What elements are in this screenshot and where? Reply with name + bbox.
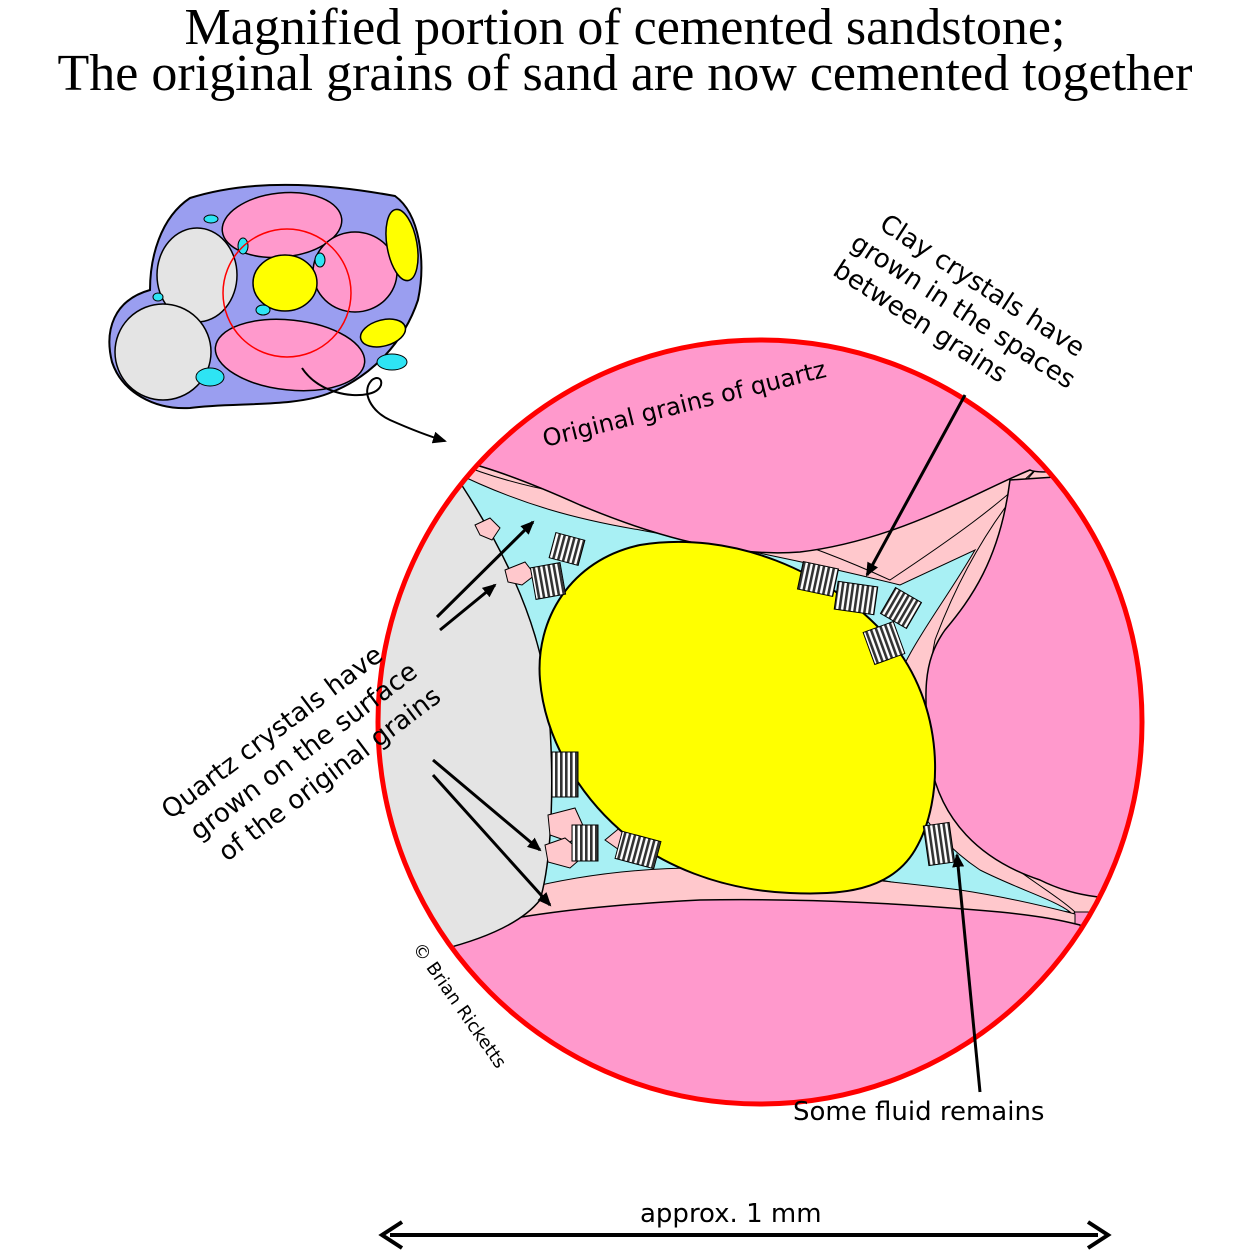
magnify-connector-arrow [301, 367, 447, 444]
quartz-arrow-3 [432, 758, 542, 852]
sample-grain [385, 208, 419, 282]
overgrowth-crystal [504, 561, 536, 586]
sample-grain [214, 318, 366, 392]
sample-thumbnail [108, 183, 447, 444]
sample-grain [114, 303, 212, 401]
label-fluid: Some fluid remains [793, 1097, 1044, 1127]
quartz-arrow-4 [431, 773, 552, 907]
clay-crystal [551, 751, 579, 798]
sample-grain [252, 254, 318, 312]
clay-crystal [529, 562, 567, 600]
sample-grain [359, 318, 407, 348]
yellow-grain [538, 540, 937, 895]
clay-crystal [922, 821, 956, 867]
magnify-circle [222, 228, 352, 358]
quartz-arrow-1 [435, 520, 535, 619]
clay-crystal [862, 620, 906, 666]
sample-grain [312, 231, 398, 313]
sample-pore [376, 353, 408, 371]
sample-pore [314, 252, 326, 268]
fluid-arrow [952, 853, 982, 1093]
sample-pore [255, 304, 271, 316]
magnified-view [375, 337, 1145, 1107]
magnified-outline [375, 337, 1145, 1107]
sample-pore [152, 292, 164, 302]
scale-label: approx. 1 mm [640, 1199, 822, 1229]
quartz-arrow-2 [439, 583, 497, 632]
scale-bar [378, 1220, 1112, 1250]
clay-crystal [796, 560, 840, 598]
clay-crystal [548, 531, 586, 567]
sample-pore [195, 367, 225, 387]
overgrowth-crystal [474, 517, 501, 541]
clay-crystal [571, 824, 599, 862]
clay-crystal [614, 830, 662, 870]
clay-arrow [865, 394, 967, 577]
title-line-2: The original grains of sand are now ceme… [57, 45, 1193, 102]
clay-crystal [833, 580, 879, 616]
sample-pore [203, 214, 219, 224]
title-line-1: Magnified portion of cemented sandstone; [184, 0, 1066, 56]
